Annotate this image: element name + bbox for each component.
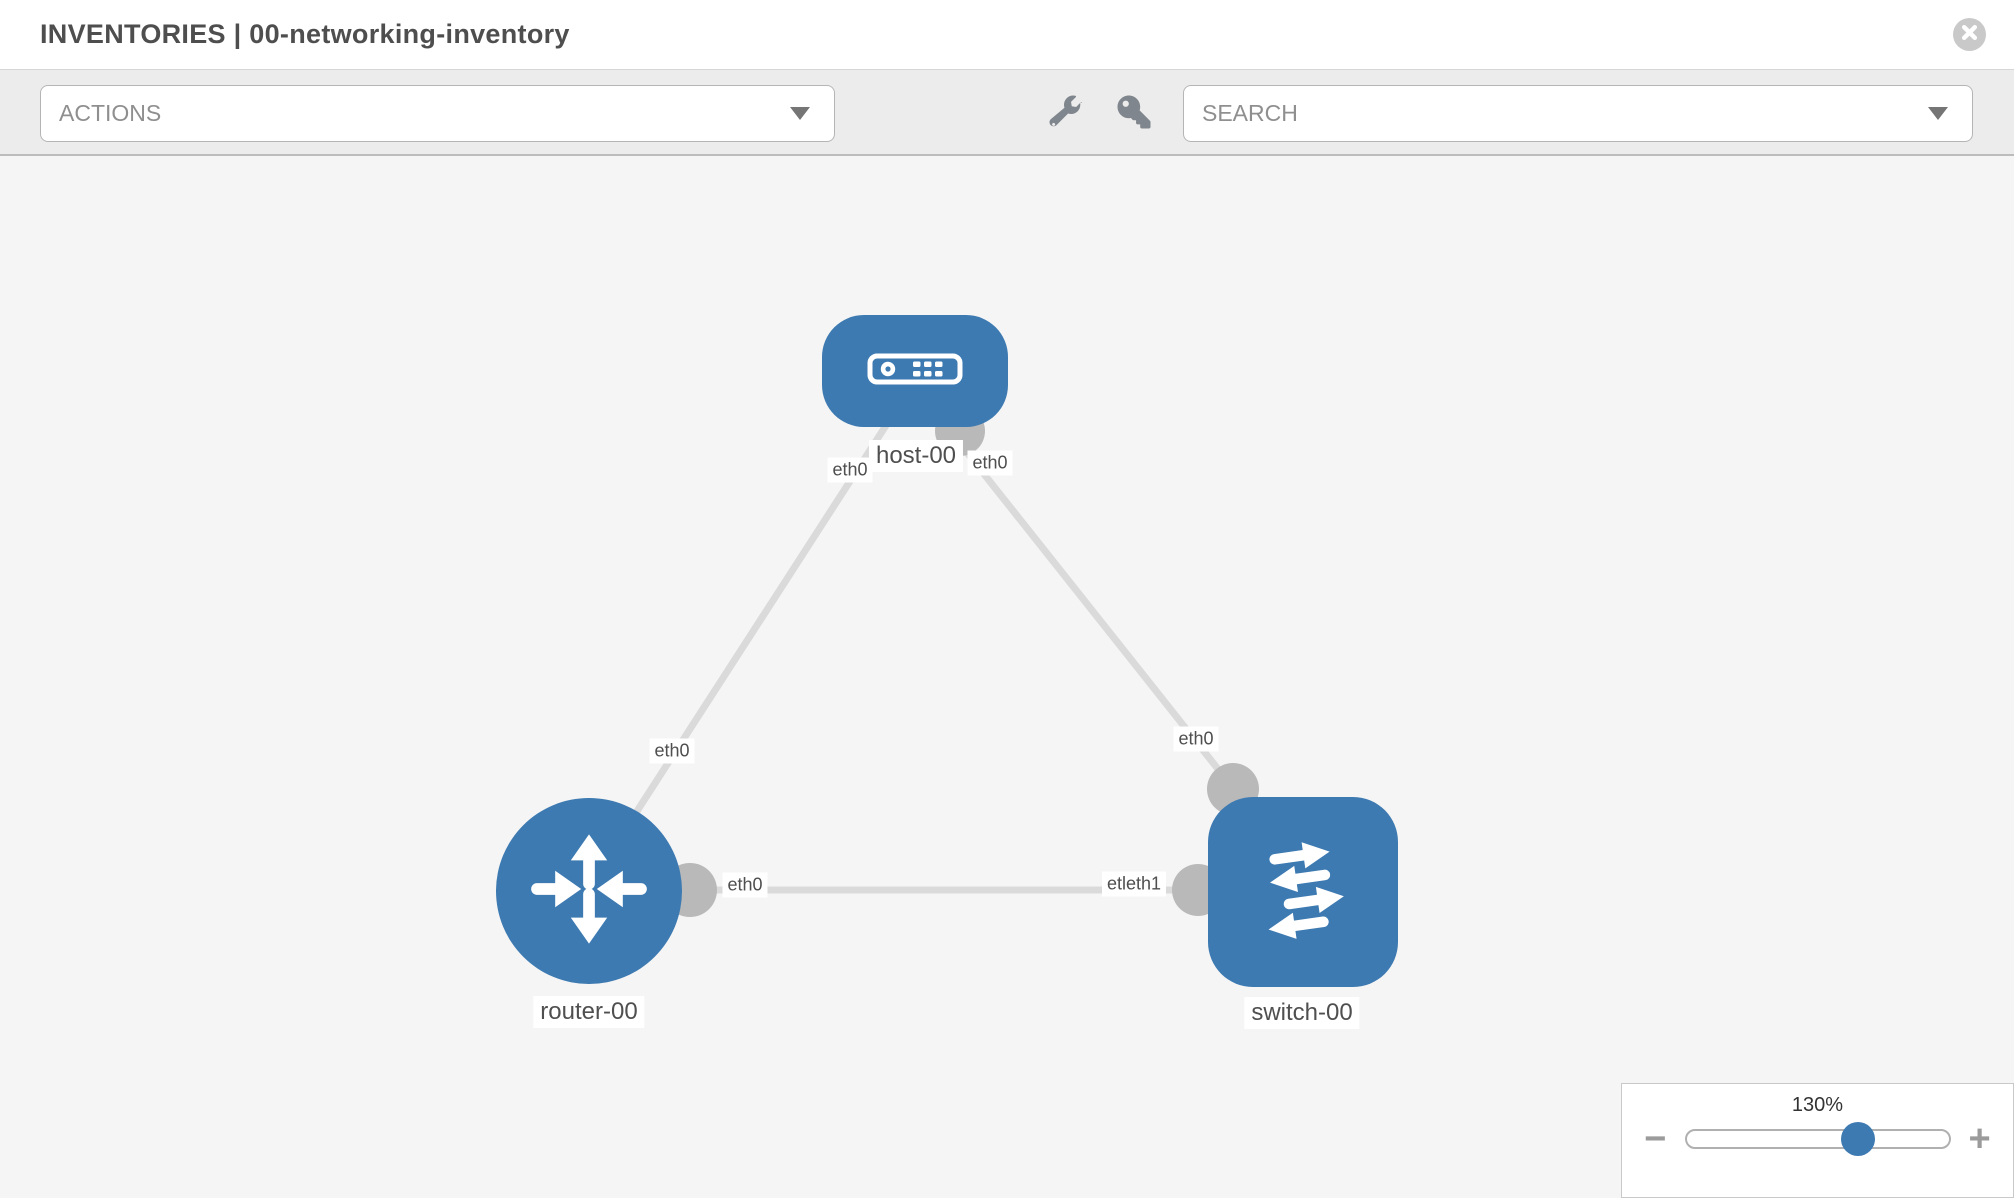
key-icon[interactable]: [1117, 95, 1151, 129]
chevron-down-icon: [1928, 107, 1948, 120]
edges-layer: [576, 394, 1280, 917]
node-label-host: host-00: [868, 440, 964, 472]
node-label-switch: switch-00: [1244, 997, 1360, 1029]
interface-label: eth0: [827, 457, 873, 483]
zoom-slider-handle[interactable]: [1840, 1122, 1875, 1156]
node-host[interactable]: [822, 315, 1008, 427]
actions-dropdown[interactable]: ACTIONS: [40, 85, 835, 142]
switch-icon: [1237, 824, 1369, 961]
panel-header: INVENTORIES | 00-networking-inventory: [0, 0, 2014, 70]
close-button[interactable]: [1953, 18, 1986, 51]
node-switch[interactable]: [1208, 797, 1398, 987]
router-icon: [524, 824, 654, 959]
interface-label: eth0: [722, 872, 768, 898]
zoom-control-panel: 130% − +: [1621, 1083, 2014, 1198]
zoom-level-value: 130%: [1791, 1094, 1844, 1116]
host-icon: [867, 353, 963, 390]
chevron-down-icon: [790, 107, 810, 120]
node-label-router: router-00: [533, 996, 645, 1028]
search-dropdown[interactable]: SEARCH: [1183, 85, 1973, 142]
zoom-slider-track[interactable]: [1684, 1122, 1951, 1156]
close-icon: [1961, 24, 1978, 46]
topology-canvas[interactable]: host-00 router-00 switch-00 eth0 eth0 et…: [0, 156, 2014, 1198]
wrench-icon[interactable]: [1049, 95, 1083, 129]
actions-dropdown-label: ACTIONS: [59, 100, 162, 126]
interface-label: eth0: [1173, 726, 1219, 752]
page-title: INVENTORIES | 00-networking-inventory: [40, 19, 570, 49]
zoom-in-button[interactable]: +: [1968, 1118, 1991, 1160]
node-router[interactable]: [496, 798, 682, 984]
interface-label: etleth1: [1101, 871, 1167, 897]
interface-label: eth0: [967, 450, 1013, 476]
interface-label: eth0: [649, 738, 695, 764]
search-dropdown-label: SEARCH: [1202, 100, 1298, 126]
toolbar: ACTIONS SEARCH: [0, 70, 2014, 156]
zoom-out-button[interactable]: −: [1644, 1118, 1667, 1160]
